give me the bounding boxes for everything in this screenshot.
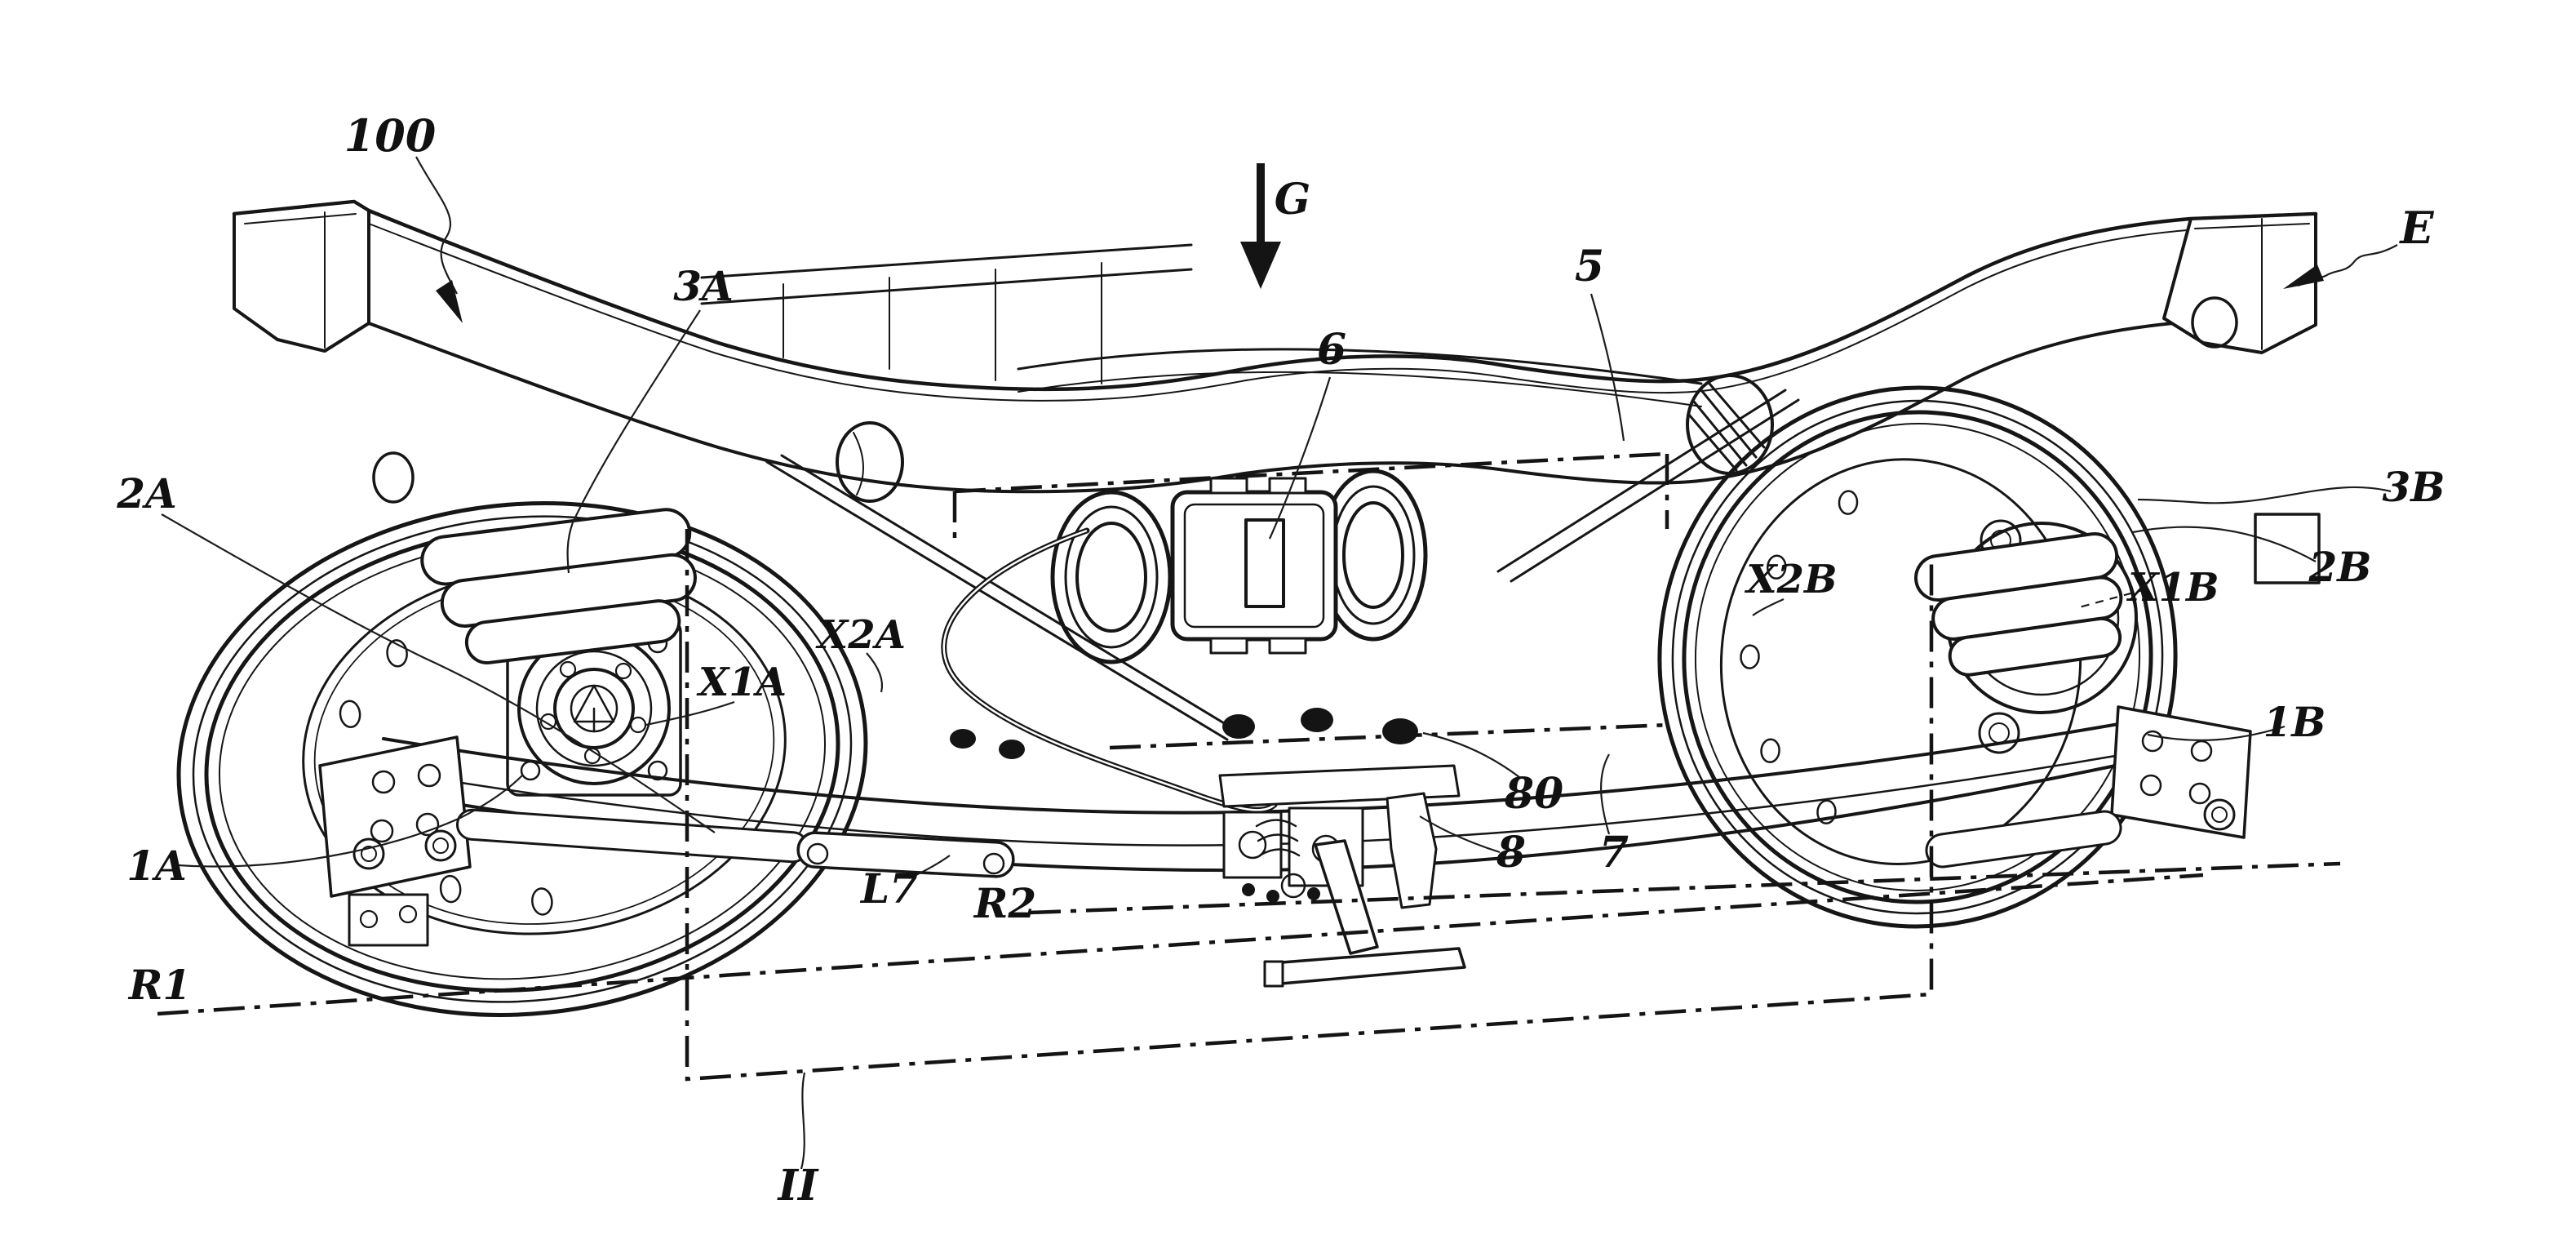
- reference-sign-X2A: X2A: [815, 612, 906, 658]
- bolster-left-ring: [1050, 490, 1173, 664]
- leader-X1A: [645, 700, 735, 726]
- leader-8: [1419, 815, 1501, 854]
- leader-2B: [2132, 526, 2317, 562]
- reference-line-layer: [157, 163, 2341, 1082]
- reference-sign-G: G: [1275, 175, 1310, 224]
- left-bracket-cluster: [318, 735, 472, 947]
- leader-L7: [908, 855, 951, 880]
- hole-hatching: [1687, 382, 1766, 472]
- leader-7: [1600, 753, 1611, 835]
- right-disc-holes: [1740, 490, 1859, 824]
- t-foot: [1270, 947, 1466, 985]
- leader-6: [1268, 376, 1332, 540]
- leader-arrowhead-E: [2283, 264, 2324, 289]
- leader-2A: [161, 513, 716, 833]
- reference-sign-R1: R1: [127, 961, 191, 1009]
- center-left-lightening-hole: [836, 421, 904, 503]
- reference-sign-100: 100: [344, 109, 437, 162]
- leader-1B: [2147, 725, 2286, 741]
- center-box-top: [954, 451, 1668, 494]
- left-axlebox: [506, 619, 682, 797]
- center-right-lightening-hole: [1686, 374, 1774, 475]
- left-frame-hole: [372, 451, 415, 504]
- bogie-frame: [232, 199, 2321, 584]
- center-box-bottom: [1109, 722, 1670, 750]
- gravity-arrow-head: [1240, 242, 1281, 289]
- leader-X2A: [866, 652, 884, 693]
- leader-1A: [177, 775, 523, 868]
- leader-II: [800, 1072, 806, 1170]
- R2-rail-line: [1029, 861, 2341, 915]
- right-horn-hole: [2191, 296, 2238, 349]
- reference-sign-1B: 1B: [2263, 698, 2325, 746]
- R1-rail-line: [157, 873, 2204, 1016]
- reference-sign-X1A: X1A: [696, 660, 787, 705]
- section-II-box: [685, 529, 1934, 1082]
- frame-top-edge-inner: [368, 223, 2308, 402]
- frame-bottom-edge: [367, 320, 2255, 494]
- bracket-8: [1386, 792, 1438, 909]
- right-coil-spring: [1914, 532, 2123, 677]
- reference-sign-3A: 3A: [673, 262, 734, 310]
- frame-deck: [700, 243, 1193, 305]
- leader-3A: [566, 309, 701, 574]
- reference-sign-2A: 2A: [116, 469, 177, 518]
- reference-sign-2B: 2B: [2308, 543, 2371, 591]
- right-wheel-web: [1719, 458, 2082, 865]
- reference-sign-II: II: [777, 1161, 819, 1211]
- reference-sign-L7: L7: [859, 864, 918, 913]
- left-coil-spring: [420, 508, 697, 664]
- reference-sign-X2B: X2B: [1744, 557, 1837, 602]
- leader-80: [1422, 731, 1520, 778]
- reference-sign-3B: 3B: [2382, 463, 2445, 511]
- leader-X1B: [2078, 588, 2147, 609]
- right-wheel: [1657, 385, 2178, 929]
- right-bracket-cluster: [1925, 705, 2252, 869]
- diagonal-link-rods: [765, 389, 1800, 741]
- leader-X2B: [1752, 598, 1785, 616]
- leader-5: [1589, 293, 1625, 442]
- pull-rod: [1314, 839, 1379, 955]
- lever-L7: [796, 831, 1015, 878]
- leader-arrowhead-100: [436, 280, 463, 323]
- control-box-6: [1170, 477, 1338, 655]
- underslung-unit: [950, 708, 1466, 988]
- reference-sign-7: 7: [1599, 828, 1629, 877]
- frame-right-horn: [2162, 212, 2317, 354]
- reference-sign-8: 8: [1496, 828, 1526, 877]
- reference-sign-R2: R2: [973, 879, 1036, 927]
- leader-100: [415, 156, 458, 295]
- leader-3B: [2137, 486, 2392, 504]
- reference-sign-X1B: X1B: [2126, 565, 2219, 611]
- reference-sign-1A: 1A: [126, 842, 187, 890]
- frame-top-edge: [232, 199, 2318, 392]
- reference-sign-5: 5: [1575, 242, 1604, 291]
- reference-sign-80: 80: [1504, 769, 1563, 819]
- reference-sign-6: 6: [1317, 325, 1346, 375]
- longitudinal-arm: [455, 808, 809, 864]
- reference-sign-E: E: [2398, 202, 2434, 254]
- frame-left-horn: [233, 200, 370, 353]
- leader-E: [2297, 244, 2398, 287]
